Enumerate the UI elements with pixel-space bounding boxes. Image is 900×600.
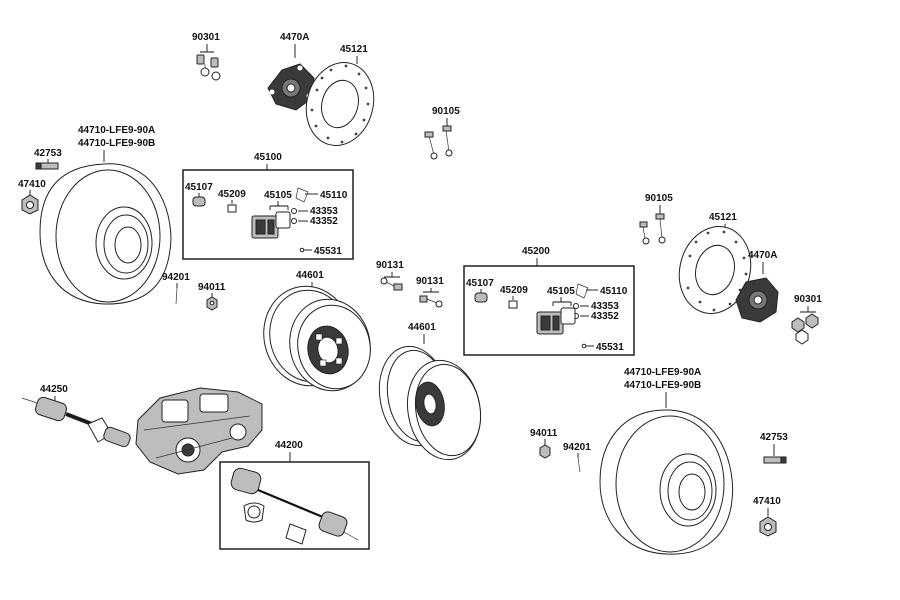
drive-shaft-44250: 44250 xyxy=(21,384,131,448)
nut-47410-left: 47410 xyxy=(18,179,46,215)
label-44250: 44250 xyxy=(40,384,68,395)
label-44200: 44200 xyxy=(275,440,303,451)
label-43352-right: 43352 xyxy=(591,311,619,322)
label-44710a-right: 44710-LFE9-90A xyxy=(624,367,701,378)
nut-94011-right: 94011 xyxy=(530,428,558,459)
label-42753-right: 42753 xyxy=(760,432,788,443)
label-90131-a: 90131 xyxy=(376,260,404,271)
caliper-box-right xyxy=(463,265,635,356)
label-90105-right: 90105 xyxy=(645,193,673,204)
label-45531-right: 45531 xyxy=(596,342,624,353)
label-43353-left: 43353 xyxy=(310,206,338,217)
tire-right: 44710-LFE9-90A 44710-LFE9-90B xyxy=(599,367,734,555)
nut-94011-left: 94011 xyxy=(198,282,226,311)
wheel-rim-44601-right: 44601 xyxy=(378,322,482,461)
label-94201-right: 94201 xyxy=(563,442,591,453)
valve-stem-94201-right: 94201 xyxy=(563,442,591,473)
bolt-set-90301-right: 90301 xyxy=(791,294,822,345)
bolt-set-90131-b: 90131 xyxy=(416,276,444,308)
valve-stem-94201-left: 94201 xyxy=(162,272,190,305)
label-4470A-top: 4470A xyxy=(280,32,309,43)
label-43353-right: 43353 xyxy=(591,301,619,312)
label-4470A-right: 4470A xyxy=(748,250,777,261)
caliper-body-left xyxy=(251,211,291,239)
label-44601-right: 44601 xyxy=(408,322,436,333)
wheel-hub-4470A-right: 4470A xyxy=(735,250,779,323)
caliper-box-left xyxy=(182,169,354,260)
label-45107-right: 45107 xyxy=(466,278,494,289)
label-47410-right: 47410 xyxy=(753,496,781,507)
label-94201-left: 94201 xyxy=(162,272,190,283)
valve-42753-left: 42753 xyxy=(34,148,62,170)
label-90131-b: 90131 xyxy=(416,276,444,287)
label-45110-right: 45110 xyxy=(600,286,628,297)
nut-47410-right: 47410 xyxy=(753,496,781,537)
valve-42753-right: 42753 xyxy=(760,432,788,464)
axle-box xyxy=(219,461,370,550)
label-44710b-right: 44710-LFE9-90B xyxy=(624,380,701,391)
brake-disc-45121-top: 45121 xyxy=(305,44,375,146)
label-90105-top: 90105 xyxy=(432,106,460,117)
differential-housing xyxy=(135,387,263,475)
label-45531-left: 45531 xyxy=(314,246,342,257)
wheel-rim-44601-left: 44601 xyxy=(263,270,371,392)
label-45105-right: 45105 xyxy=(547,286,575,297)
bolt-set-90105-right: 90105 xyxy=(639,193,673,245)
axle-assembly-44200: 44200 xyxy=(219,440,370,550)
label-47410-left: 47410 xyxy=(18,179,46,190)
wheel-hub-4470A-top: 4470A xyxy=(267,32,315,111)
label-45121-right: 45121 xyxy=(709,212,737,223)
label-45209-left: 45209 xyxy=(218,189,246,200)
label-42753-left: 42753 xyxy=(34,148,62,159)
label-44710b-left: 44710-LFE9-90B xyxy=(78,138,155,149)
label-44710a-left: 44710-LFE9-90A xyxy=(78,125,155,136)
label-45110-left: 45110 xyxy=(320,190,348,201)
label-94011-left: 94011 xyxy=(198,282,226,293)
bolt-set-90105-top: 90105 xyxy=(424,106,460,160)
caliper-assembly-45200: 45200 45107 45209 45105 45110 43353 4335… xyxy=(463,246,635,356)
label-90301-right: 90301 xyxy=(794,294,822,305)
label-45100: 45100 xyxy=(254,152,282,163)
label-45105-left: 45105 xyxy=(264,190,292,201)
caliper-body-right xyxy=(536,307,576,335)
label-45209-right: 45209 xyxy=(500,285,528,296)
label-45121-top: 45121 xyxy=(340,44,368,55)
label-45107-left: 45107 xyxy=(185,182,213,193)
label-44601-left: 44601 xyxy=(296,270,324,281)
label-43352-left: 43352 xyxy=(310,216,338,227)
label-90301-top: 90301 xyxy=(192,32,220,43)
tire-left: 44710-LFE9-90A 44710-LFE9-90B xyxy=(39,125,172,305)
label-45200: 45200 xyxy=(522,246,550,257)
label-94011-right: 94011 xyxy=(530,428,558,439)
brake-disc-45121-right: 45121 xyxy=(678,212,752,314)
bolt-set-90301-top: 90301 xyxy=(192,32,221,81)
caliper-assembly-45100: 45100 45107 45209 45105 45110 43353 4335… xyxy=(182,152,354,260)
bolt-set-90131-a: 90131 xyxy=(376,260,404,291)
